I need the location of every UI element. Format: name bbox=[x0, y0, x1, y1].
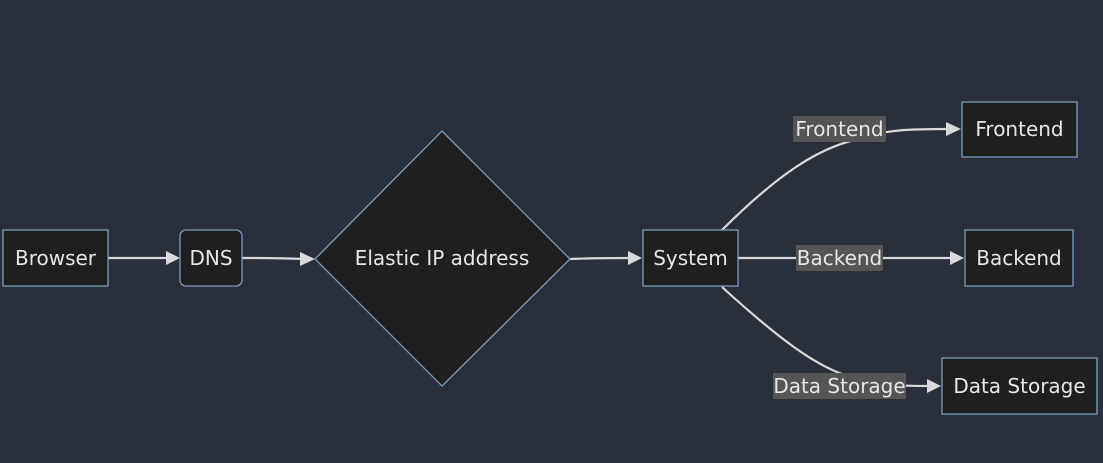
node-frontend-label: Frontend bbox=[975, 117, 1063, 141]
node-browser: Browser bbox=[2, 229, 109, 287]
arrowhead-data-storage bbox=[927, 379, 941, 393]
edge-dns-elastic-ip bbox=[241, 256, 303, 261]
node-browser-box bbox=[2, 229, 109, 287]
node-system-label: System bbox=[653, 246, 728, 270]
arrowhead-system bbox=[628, 251, 642, 265]
edge-label-data-storage-bg bbox=[773, 373, 906, 399]
node-backend-box bbox=[964, 229, 1074, 287]
node-frontend: Frontend bbox=[961, 101, 1078, 158]
node-elastic-ip-label: Elastic IP address bbox=[355, 246, 530, 270]
node-backend: Backend bbox=[964, 229, 1074, 287]
node-dns: DNS bbox=[179, 229, 243, 287]
node-browser-label: Browser bbox=[15, 246, 97, 270]
edge-label-frontend: Frontend bbox=[795, 117, 883, 141]
edge-labels: Frontend Backend Data Storage bbox=[773, 116, 906, 399]
edge-system-frontend bbox=[721, 127, 949, 231]
edge-label-backend: Backend bbox=[797, 246, 883, 270]
node-dns-label: DNS bbox=[189, 246, 232, 270]
node-frontend-box bbox=[961, 101, 1078, 158]
arrowhead-dns bbox=[166, 251, 180, 265]
node-backend-label: Backend bbox=[976, 246, 1062, 270]
edge-label-backend-bg bbox=[796, 245, 883, 271]
edge-label-data-storage: Data Storage bbox=[773, 374, 905, 398]
edge-system-data-storage bbox=[721, 286, 930, 388]
node-data-storage-label: Data Storage bbox=[953, 374, 1085, 398]
node-elastic-ip: Elastic IP address bbox=[314, 130, 571, 387]
node-data-storage-box bbox=[941, 357, 1098, 415]
arrowhead-frontend bbox=[946, 122, 961, 136]
node-elastic-ip-diamond bbox=[314, 130, 571, 387]
node-dns-box bbox=[179, 229, 243, 287]
edge-elastic-ip-system bbox=[569, 256, 631, 261]
arrowhead-elastic-ip bbox=[300, 252, 315, 266]
node-system-box bbox=[642, 229, 739, 287]
arrowhead-backend bbox=[950, 251, 964, 265]
node-system: System bbox=[642, 229, 739, 287]
edge-label-frontend-bg bbox=[793, 116, 886, 142]
node-data-storage: Data Storage bbox=[941, 357, 1098, 415]
